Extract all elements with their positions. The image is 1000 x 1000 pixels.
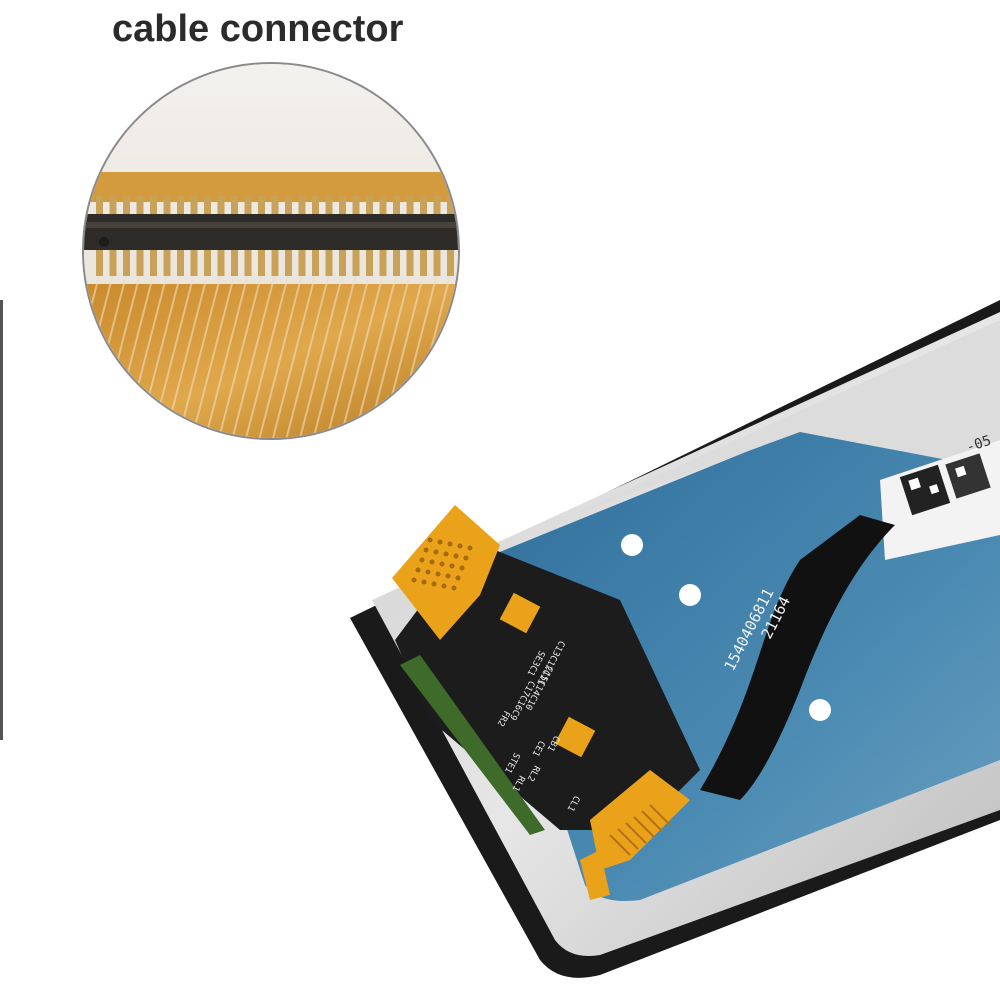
connector-pin: [406, 250, 414, 276]
connector-pin: [433, 250, 441, 276]
connector-pin: [298, 196, 306, 216]
connector-pin: [123, 250, 130, 276]
connector-pin: [190, 196, 198, 216]
connector-zoom-circle: [82, 62, 460, 440]
connector-pin: [204, 196, 211, 216]
connector-pin: [217, 250, 225, 276]
connector-pin: [163, 196, 171, 216]
connector-pin: [109, 250, 117, 276]
connector-pin: [96, 250, 103, 276]
flex-cable-black: [700, 515, 895, 800]
product-edge-left: [0, 300, 3, 740]
connector-pin: [150, 250, 157, 276]
qr-label-sticker: -05: [880, 433, 1000, 560]
connector-pin: [271, 250, 279, 276]
connector-pin: [244, 196, 252, 216]
connector-pin: [258, 196, 265, 216]
connector-pin: [244, 250, 252, 276]
connector-pin: [231, 196, 238, 216]
connector-pin: [379, 250, 387, 276]
connector-pin: [109, 196, 117, 216]
connector-pin: [136, 196, 144, 216]
connector-pin: [447, 250, 454, 276]
caption-cable-connector: cable connector: [112, 8, 404, 50]
connector-pin: [285, 196, 292, 216]
connector-pin: [258, 250, 265, 276]
connector-pin: [217, 196, 225, 216]
connector-pin: [325, 250, 333, 276]
connector-pin: [393, 250, 400, 276]
label-code: -05: [964, 433, 993, 456]
connector-pin: [352, 196, 360, 216]
connector-pin: [393, 196, 400, 216]
connector-pin: [231, 250, 238, 276]
connector-pin: [163, 250, 171, 276]
connector-pin: [177, 196, 184, 216]
connector-pin: [123, 196, 130, 216]
connector-pin: [136, 250, 144, 276]
connector-pin: [366, 250, 373, 276]
connector-pin: [433, 196, 441, 216]
connector-pin: [420, 196, 427, 216]
connector-pin: [325, 196, 333, 216]
connector-pin: [366, 196, 373, 216]
pcb-board: [395, 540, 700, 830]
connector-pin: [379, 196, 387, 216]
connector-pin: [339, 196, 346, 216]
connector-pin: [312, 250, 319, 276]
connector-pin: [298, 250, 306, 276]
connector-pin: [285, 250, 292, 276]
mount-hole: [809, 699, 831, 721]
connector-pin: [339, 250, 346, 276]
connector-pin: [96, 196, 103, 216]
connector-pin: [204, 250, 211, 276]
connector-pin: [150, 196, 157, 216]
orange-flex-pad-top: [392, 505, 596, 758]
connector-pin: [352, 250, 360, 276]
mount-hole: [679, 584, 701, 606]
connector-pin: [312, 196, 319, 216]
connector-pin: [447, 196, 454, 216]
connector-pin: [177, 250, 184, 276]
connector-pin: [190, 250, 198, 276]
connector-pin: [420, 250, 427, 276]
orange-flex-pad-bottom: [580, 770, 690, 900]
connector-pin: [406, 196, 414, 216]
mount-hole: [621, 534, 643, 556]
connector-pin: [271, 196, 279, 216]
